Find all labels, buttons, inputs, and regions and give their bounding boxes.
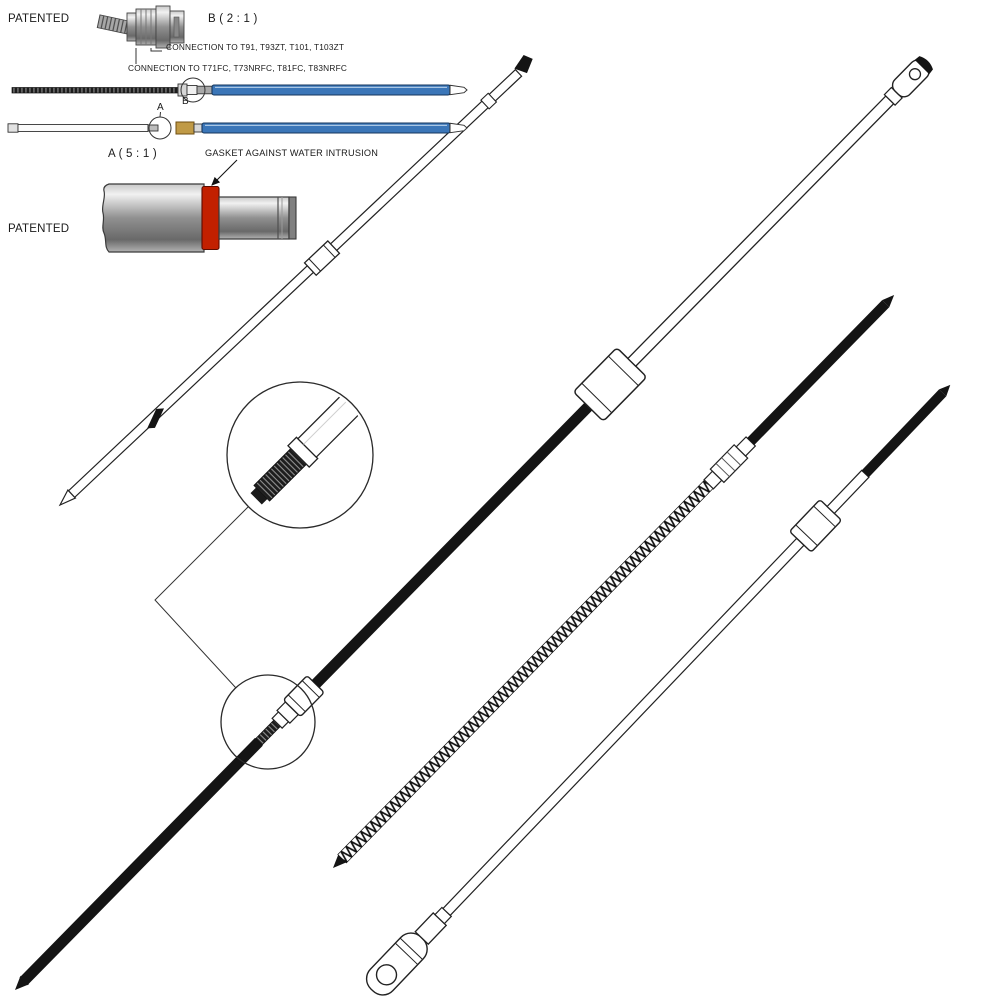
stud-tip — [250, 487, 268, 505]
callout-leader-line — [154, 506, 249, 689]
collar — [126, 12, 137, 42]
patented-label-left: PATENTED — [8, 223, 69, 235]
cable-band — [480, 92, 498, 110]
marker-letter-b: B — [182, 96, 189, 107]
cable-body — [67, 68, 523, 499]
blue-outer-tube — [201, 122, 451, 134]
detail-a-drawing — [101, 159, 297, 253]
cable-clip-mark — [147, 408, 165, 429]
marker-a-leader — [159, 111, 161, 118]
gasket-note-label: GASKET AGAINST WATER INTRUSION — [205, 148, 378, 158]
detail-b-marker-circle — [180, 77, 206, 103]
threaded-rod — [11, 87, 179, 94]
tube-tip — [449, 122, 468, 134]
callout-detail-circle-small — [220, 674, 316, 770]
leader — [150, 48, 162, 52]
brass-fitting — [175, 121, 195, 135]
cable-point — [939, 384, 951, 397]
coupler-line — [287, 694, 306, 713]
head-tip — [914, 56, 933, 75]
nut-rib — [715, 463, 730, 478]
coupler-line — [795, 524, 818, 546]
coupler-line — [308, 258, 321, 272]
cable-eye-end — [365, 384, 951, 996]
cable-black-section — [747, 300, 890, 445]
end-cap — [288, 196, 297, 240]
detail-b-scale-label: B ( 2 : 1 ) — [208, 13, 258, 25]
gasket-arrow — [211, 159, 238, 186]
cable-black-section — [311, 400, 595, 688]
cable-horizontal-second — [7, 111, 468, 140]
end-slot — [173, 16, 180, 38]
tube-tip — [449, 84, 468, 96]
coupler-line — [301, 680, 320, 698]
white-rod — [17, 124, 149, 132]
large-cylinder — [101, 183, 205, 253]
coupler-line — [608, 355, 639, 386]
marker-letter-a: A — [157, 102, 164, 113]
fitting — [193, 123, 203, 133]
cable-tip — [333, 854, 347, 868]
cable-point — [882, 294, 895, 308]
fitting — [177, 83, 188, 97]
blue-outer-tube — [211, 84, 451, 96]
detail-b-drawing — [96, 5, 185, 64]
connection-note-2: CONNECTION TO T71FC, T73NRFC, T81FC, T83… — [128, 63, 347, 73]
cable-black-section — [861, 389, 947, 478]
cable-jacket-upper — [58, 55, 533, 507]
fitting — [186, 85, 198, 95]
cable-main-long — [15, 56, 933, 990]
cable-coil — [333, 294, 895, 868]
nut-rib — [726, 451, 742, 466]
end-cap — [7, 123, 19, 133]
nut-rib — [721, 457, 736, 472]
eye-step-line — [399, 937, 423, 960]
eye-step-line — [394, 942, 419, 965]
head-hole — [908, 68, 922, 81]
cable-horizontal-top — [11, 77, 468, 103]
detail-a-scale-label: A ( 5 : 1 ) — [108, 148, 157, 160]
connection-note-1: CONNECTION TO T91, T93ZT, T101, T103ZT — [166, 42, 344, 52]
cable-end-chamfer — [514, 55, 533, 74]
coupler-line — [323, 244, 336, 258]
cable-tip — [15, 975, 30, 990]
patented-label-top: PATENTED — [8, 13, 69, 25]
cable-black-section — [19, 737, 263, 986]
fitting — [147, 124, 159, 132]
eye-hole — [375, 964, 398, 986]
cable-coupler — [303, 240, 341, 277]
small-cylinder — [218, 196, 290, 240]
body-line — [303, 394, 354, 445]
red-gasket — [201, 185, 220, 251]
callout-detail-circle-large — [226, 381, 374, 529]
coupler-line — [581, 382, 613, 414]
coupler-line — [813, 505, 836, 528]
